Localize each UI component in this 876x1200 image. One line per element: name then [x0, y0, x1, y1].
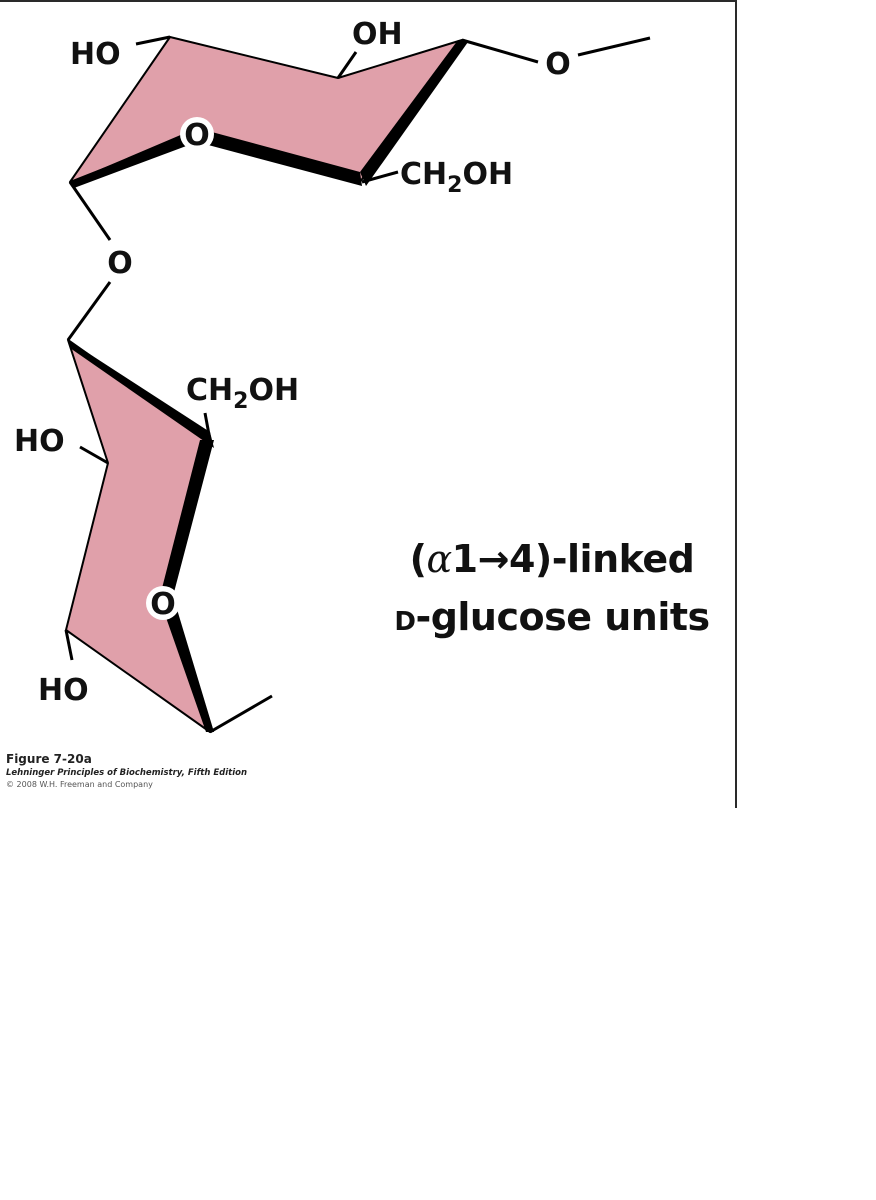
- title-line-2: D-glucose units: [394, 595, 710, 639]
- top-right-glycosidic-oxygen-label: O: [545, 47, 571, 82]
- linkage-oxygen-label: O: [107, 246, 133, 281]
- bottom-ch2oh-label: CH2OH: [186, 373, 299, 414]
- bottom-lower-ho-label: HO: [38, 673, 89, 708]
- alpha-symbol: α: [426, 537, 453, 581]
- top-glucose-ring: [69, 35, 651, 188]
- diagram-title: (α1→4)-linked D-glucose units: [372, 530, 732, 651]
- bottom-glucose-ring: [64, 339, 273, 734]
- top-oh-label: OH: [352, 17, 403, 52]
- bottom-upper-ho-label: HO: [14, 424, 65, 459]
- book-title: Lehninger Principles of Biochemistry, Fi…: [6, 768, 248, 778]
- title-line-1: (α1→4)-linked: [409, 537, 695, 581]
- top-ho-label: HO: [70, 37, 121, 72]
- top-ch2oh-label: CH2OH: [400, 157, 513, 198]
- figure-number: Figure 7-20a: [6, 752, 92, 766]
- figure-frame: [0, 0, 737, 808]
- glycosidic-linkage: [66, 181, 112, 341]
- figure-caption: Figure 7-20a Lehninger Principles of Bio…: [6, 752, 247, 791]
- bottom-ring-oxygen-label: O: [150, 587, 176, 622]
- copyright: © 2008 W.H. Freeman and Company: [6, 780, 153, 789]
- top-ring-oxygen-label: O: [184, 118, 210, 153]
